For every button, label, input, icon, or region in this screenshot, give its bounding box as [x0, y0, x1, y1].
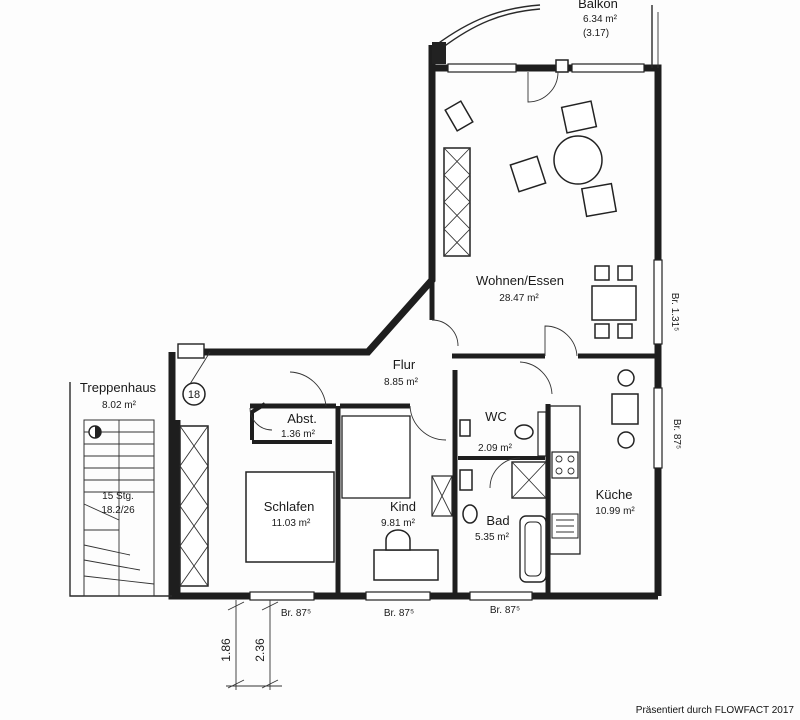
- room-sub-balkon: (3.17): [583, 28, 609, 39]
- round-table: [553, 135, 603, 185]
- room-name-wohnen: Wohnen/Essen: [476, 273, 564, 288]
- wall-shelf: [443, 147, 471, 257]
- armchair: [580, 182, 618, 218]
- toilet: [514, 424, 534, 440]
- desk-chair: [385, 529, 411, 551]
- room-name-wc: WC: [485, 409, 507, 424]
- credit-text: Präsentiert durch FLOWFACT 2017: [635, 705, 794, 716]
- windows: [249, 63, 663, 601]
- dining-table: [591, 285, 637, 321]
- desk: [373, 549, 439, 581]
- armchair: [560, 100, 598, 134]
- window-width-wohnen: Br. 1.31⁵: [669, 293, 680, 332]
- window-width-schlafen: Br. 87⁵: [281, 608, 311, 619]
- room-name-kind: Kind: [390, 499, 416, 514]
- dimension-label: 2.36: [253, 638, 267, 662]
- unit-number-circle: [182, 382, 206, 406]
- room-area-wohnen: 28.47 m²: [499, 293, 539, 304]
- room-name-bad: Bad: [486, 513, 509, 528]
- room-area-flur: 8.85 m²: [384, 377, 419, 388]
- room-labels: Balkon 6.34 m² (3.17) Wohnen/Essen 28.47…: [80, 0, 635, 543]
- kitchen-furniture: [549, 369, 639, 555]
- window-labels: Br. 1.31⁵ Br. 87⁵ Br. 87⁵ Br. 87⁵ Br. 87…: [281, 293, 682, 619]
- chair: [444, 100, 474, 132]
- room-name-abst: Abst.: [287, 411, 317, 426]
- stove: [551, 451, 579, 479]
- table: [611, 393, 639, 425]
- kitchen-counter: [549, 405, 581, 555]
- stairs-ratio: 18.2/26: [101, 505, 135, 516]
- room-area-kueche: 10.99 m²: [595, 506, 635, 517]
- room-name-kueche: Küche: [596, 487, 633, 502]
- stairwell: 18: [83, 343, 209, 597]
- room-area-treppenhaus: 8.02 m²: [102, 400, 137, 411]
- dimension-label: 1.86: [219, 638, 233, 662]
- room-area-schlafen: 11.03 m²: [272, 518, 311, 529]
- living-furniture: [444, 100, 637, 339]
- window-width-kind: Br. 87⁵: [384, 608, 414, 619]
- balcony: [432, 4, 659, 73]
- room-name-schlafen: Schlafen: [264, 499, 315, 514]
- armchair: [509, 155, 547, 193]
- room-area-abst: 1.36 m²: [281, 429, 316, 440]
- wc-sink: [459, 419, 471, 437]
- double-bed: [245, 471, 335, 563]
- room-name-treppenhaus: Treppenhaus: [80, 380, 157, 395]
- single-bed: [341, 415, 411, 499]
- bath-sink: [462, 504, 478, 524]
- room-name-balkon: Balkon: [578, 0, 618, 11]
- room-area-bad: 5.35 m²: [475, 532, 510, 543]
- bedroom-furniture: [245, 415, 439, 581]
- window-width-bad: Br. 87⁵: [490, 605, 520, 616]
- bath-fixtures: [431, 411, 547, 583]
- interior-walls: [175, 280, 658, 594]
- stairs-count: 15 Stg.: [102, 491, 134, 502]
- room-name-flur: Flur: [393, 357, 416, 372]
- room-area-wc: 2.09 m²: [478, 443, 513, 454]
- dimension-lines: 1.86 2.36: [219, 600, 282, 690]
- window-width-kueche: Br. 87⁵: [671, 419, 682, 449]
- room-area-kind: 9.81 m²: [381, 518, 416, 529]
- unit-number: 18: [188, 389, 200, 401]
- bathtub: [519, 515, 547, 583]
- room-area-balkon: 6.34 m²: [583, 14, 618, 25]
